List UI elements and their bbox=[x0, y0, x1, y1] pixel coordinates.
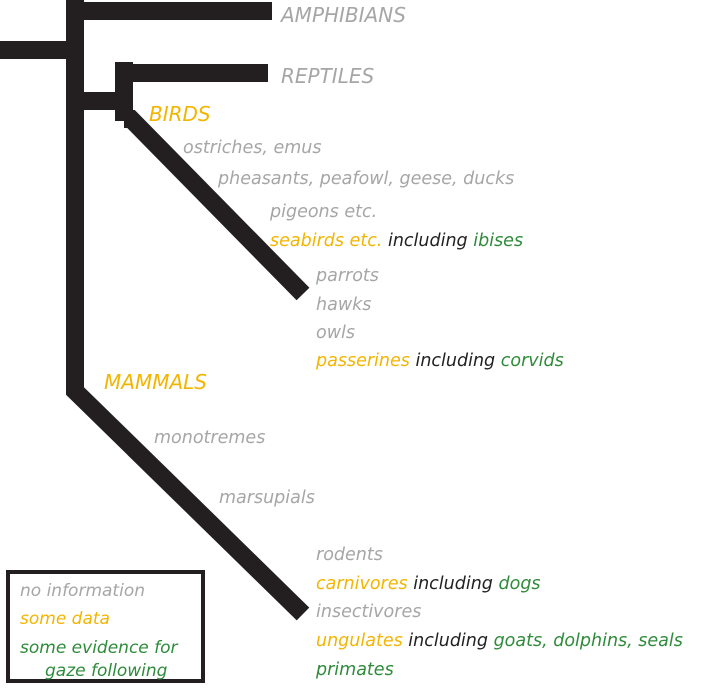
legend-gaze-following-line1: some evidence for bbox=[20, 638, 178, 658]
legend-some-data: some data bbox=[20, 609, 110, 629]
mammals-branch bbox=[66, 382, 310, 621]
ungulates-including-text: including bbox=[408, 631, 488, 651]
seabirds-row: seabirds etc. including ibises bbox=[270, 231, 524, 251]
amphibians-label: AMPHIBIANS bbox=[281, 3, 406, 27]
monotremes-label: monotremes bbox=[154, 428, 266, 448]
pheasants-label: pheasants, peafowl, geese, ducks bbox=[218, 169, 515, 189]
pigeons-label: pigeons etc. bbox=[270, 202, 378, 222]
carnivores-including-text: including bbox=[413, 574, 493, 594]
ungulates-row: ungulates including goats, dolphins, sea… bbox=[316, 631, 683, 651]
ungulates-label: ungulates bbox=[316, 631, 403, 651]
birds-branch bbox=[124, 110, 310, 301]
passerines-label: passerines bbox=[316, 351, 410, 371]
owls-label: owls bbox=[316, 323, 355, 343]
dogs-label: dogs bbox=[498, 574, 541, 594]
seabirds-including-text: including bbox=[387, 231, 468, 251]
birds-label: BIRDS bbox=[149, 102, 211, 126]
passerines-row: passerines including corvids bbox=[316, 351, 564, 371]
parrots-label: parrots bbox=[316, 266, 379, 286]
carnivores-row: carnivores including dogs bbox=[316, 574, 541, 594]
insectivores-label: insectivores bbox=[316, 602, 422, 622]
legend-box: no information some data some evidence f… bbox=[6, 570, 205, 683]
mammals-label: MAMMALS bbox=[104, 370, 207, 394]
hawks-label: hawks bbox=[316, 295, 372, 315]
passerines-including-text: including bbox=[415, 351, 496, 371]
goats-dolphins-seals-label: goats, dolphins, seals bbox=[493, 631, 683, 651]
seabirds-label: seabirds etc. bbox=[270, 231, 383, 251]
ibises-label: ibises bbox=[473, 231, 524, 251]
marsupials-label: marsupials bbox=[219, 488, 315, 508]
legend-no-information: no information bbox=[20, 581, 145, 601]
reptiles-label: REPTILES bbox=[281, 64, 375, 88]
corvids-label: corvids bbox=[500, 351, 564, 371]
rodents-label: rodents bbox=[316, 545, 383, 565]
legend-gaze-following-line2: gaze following bbox=[45, 661, 168, 681]
carnivores-label: carnivores bbox=[316, 574, 408, 594]
primates-label: primates bbox=[316, 660, 394, 680]
ostriches-label: ostriches, emus bbox=[183, 138, 322, 158]
